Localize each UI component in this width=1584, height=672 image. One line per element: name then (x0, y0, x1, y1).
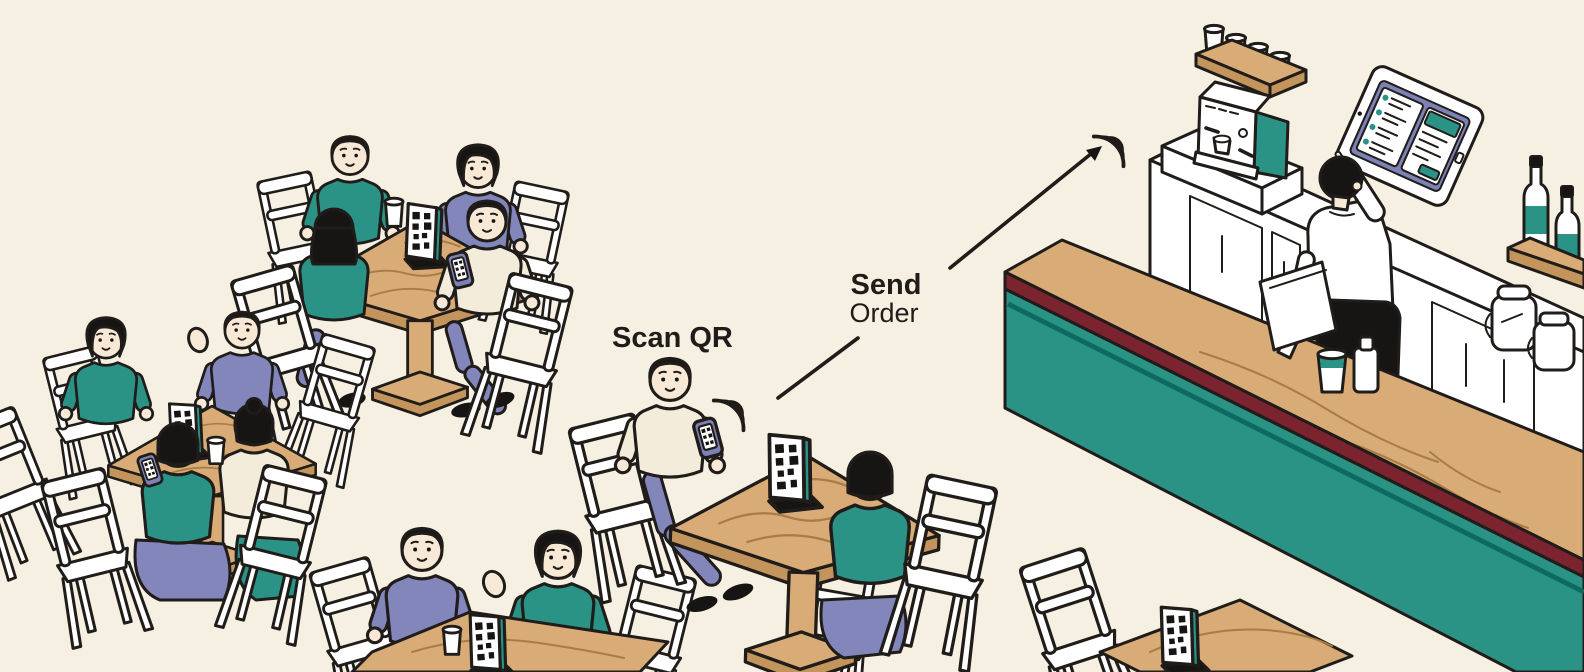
coffee-cup (206, 435, 226, 466)
machine-cup (1212, 134, 1232, 156)
apron-strap (1329, 211, 1355, 217)
menu-screen (1335, 65, 1485, 207)
shaker-bottle (1352, 335, 1380, 394)
gesturing-hand (481, 569, 507, 599)
order-label: Order (849, 298, 918, 328)
coffee-machine (1160, 80, 1304, 216)
corner-table (1008, 543, 1354, 672)
steam-wand-icon (1238, 148, 1254, 158)
counter-front-panel (1003, 287, 1584, 672)
bottle (1522, 155, 1550, 252)
bottle-shelf (1506, 155, 1584, 290)
counter-bar (1003, 238, 1584, 672)
barista-head (1318, 155, 1364, 201)
order-summary-panel (1400, 106, 1465, 186)
barista-ear (1351, 180, 1363, 192)
arrowhead-icon (1086, 146, 1102, 161)
legs (133, 538, 232, 602)
home-button-icon (1454, 151, 1465, 165)
send-order-label: Send Order (849, 269, 921, 328)
counter-tablet-stand (1258, 260, 1338, 360)
table-group-4 (557, 358, 1009, 672)
table-group-3 (299, 528, 888, 672)
coffee-cup (383, 196, 405, 228)
mason-jars (1484, 284, 1576, 372)
send-label: Send (851, 269, 922, 301)
camera-dot-icon (1357, 111, 1362, 116)
shoe (722, 583, 754, 601)
shoe (686, 595, 718, 613)
table (350, 610, 670, 672)
label-leader-line (776, 336, 860, 400)
scan-qr-label: Scan QR (612, 322, 733, 354)
table-group-2 (0, 312, 384, 650)
cup-shelf (1194, 23, 1308, 99)
barista-neck (1331, 194, 1351, 212)
machine-knob-icon (1238, 128, 1248, 138)
menu-list-panel (1355, 87, 1424, 168)
counter-trim-stripe (1003, 270, 1584, 579)
table-group-1 (220, 137, 584, 455)
counter-cup (1316, 347, 1348, 394)
send-order-arrow (948, 146, 1102, 270)
portafilter-handle-icon (1204, 126, 1220, 134)
coffee-cup (441, 624, 463, 656)
machine-label-scribble (1205, 105, 1239, 115)
confirm-button-icon (1417, 163, 1441, 181)
waving-hand (187, 326, 209, 354)
